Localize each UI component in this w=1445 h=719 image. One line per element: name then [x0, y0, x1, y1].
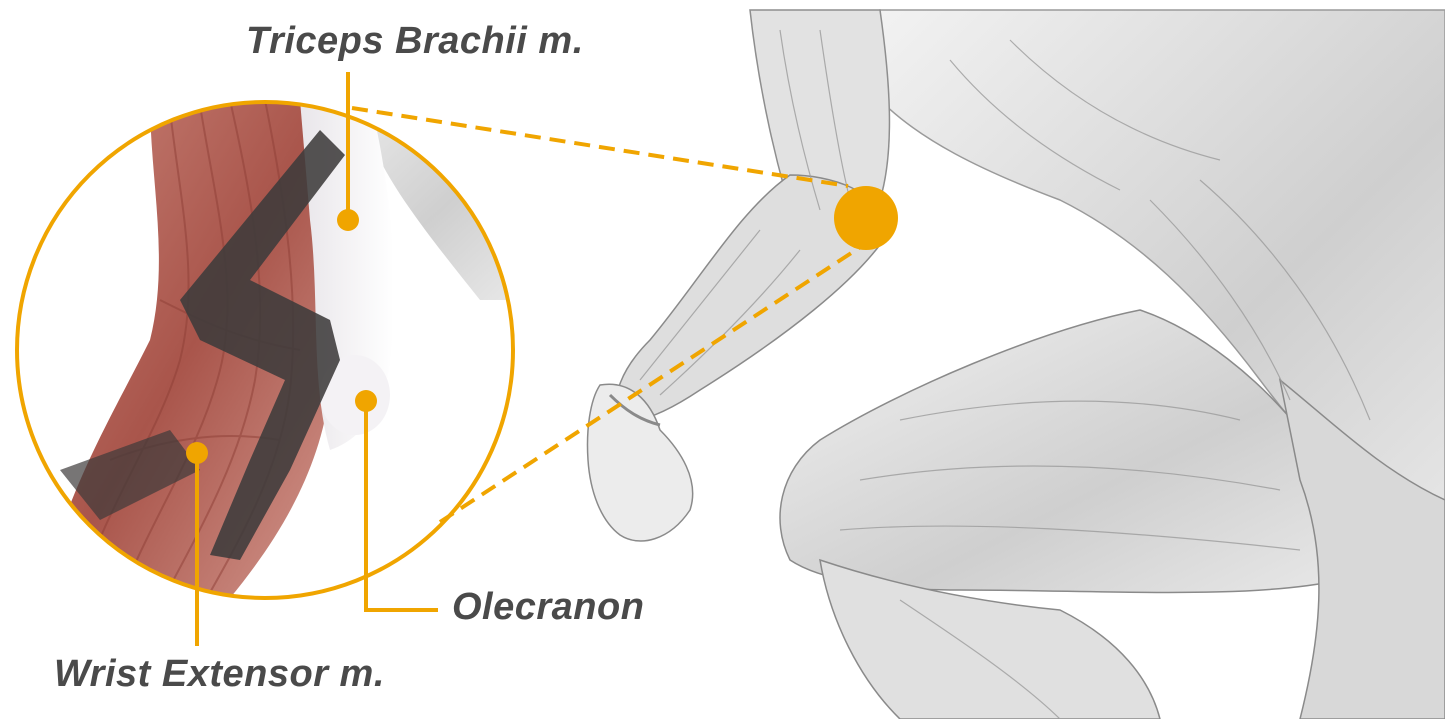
zoom-connector-bottom [438, 244, 864, 524]
zoom-connector-top [351, 106, 849, 188]
olecranon-label: Olecranon [452, 586, 645, 628]
zoom-circle [15, 100, 515, 600]
triceps-dot [337, 209, 359, 231]
body-figure [586, 9, 1445, 719]
wrist-extensor-label: Wrist Extensor m. [54, 653, 385, 695]
triceps-label: Triceps Brachii m. [246, 20, 584, 62]
brace-strap-lower [60, 430, 200, 520]
zoom-detail [17, 102, 513, 598]
upper-arm-gray [300, 102, 513, 300]
elbow-marker [834, 186, 898, 250]
olecranon-leader-line [364, 401, 438, 612]
olecranon-bone [320, 355, 390, 435]
brace-strap [180, 130, 345, 560]
